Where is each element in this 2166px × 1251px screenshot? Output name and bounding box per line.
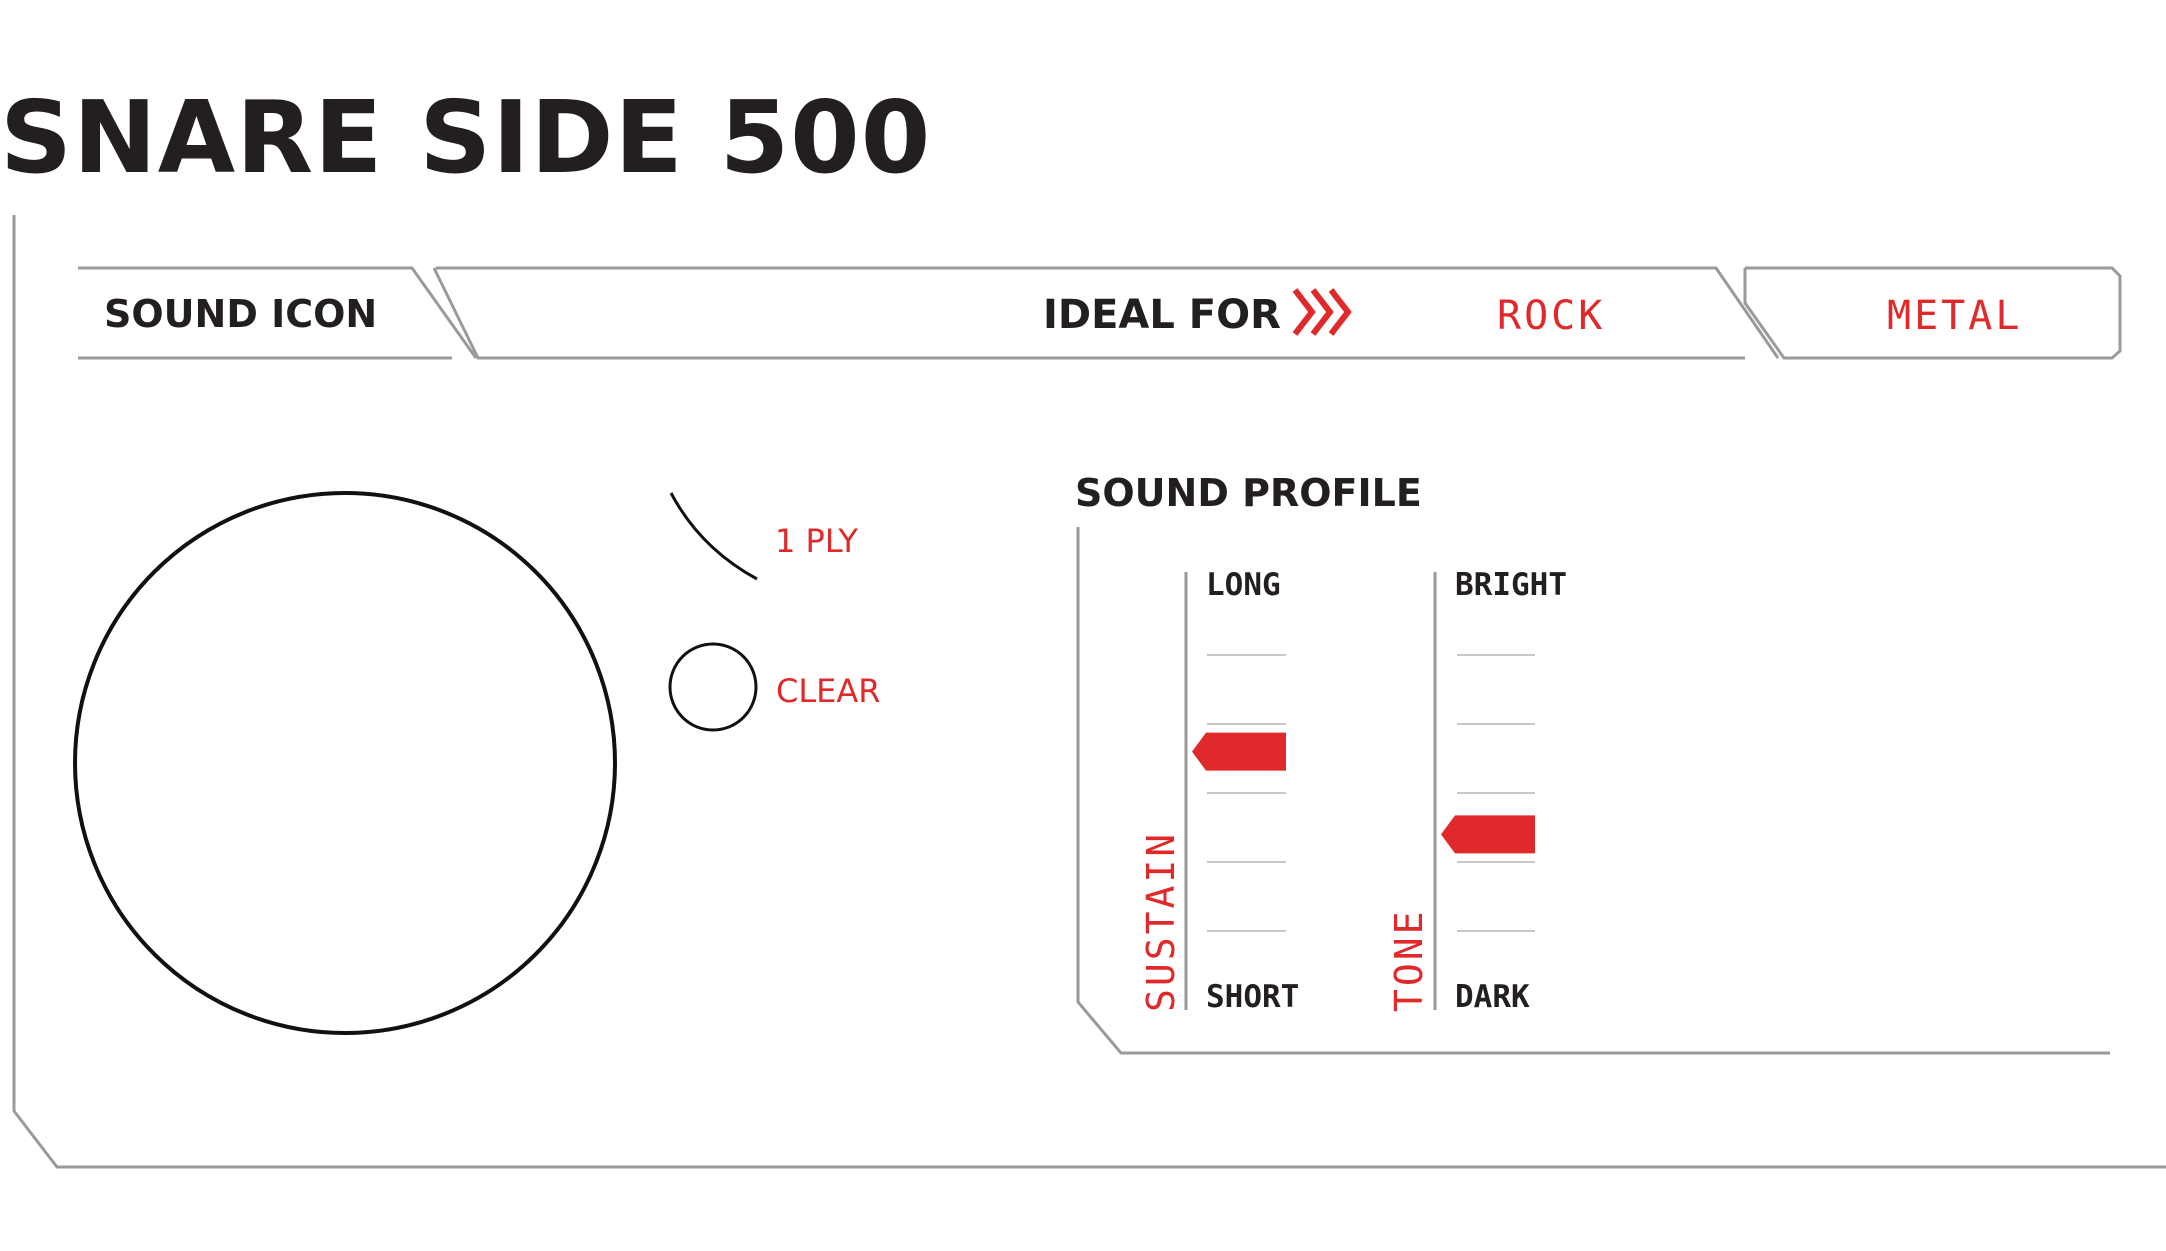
tone-level-marker (1441, 815, 1535, 854)
sound-profile-title: SOUND PROFILE (1075, 471, 1422, 515)
tone-top-label: BRIGHT (1455, 567, 1567, 603)
page-title: SNARE SIDE 500 (0, 79, 932, 196)
chevron-right-icon (1292, 288, 1352, 336)
sustain-axis-label: SUSTAIN (1139, 830, 1183, 1012)
tone-axis-label: TONE (1387, 908, 1431, 1012)
genre-metal: METAL (1887, 293, 2023, 339)
ply-label: 1 PLY (775, 522, 858, 560)
finish-circle (668, 642, 758, 732)
tone-bottom-label: DARK (1455, 979, 1530, 1015)
sustain-level-marker (1192, 732, 1286, 771)
genre-rock: ROCK (1497, 293, 1606, 339)
sustain-bottom-label: SHORT (1206, 979, 1300, 1015)
sound-icon-label: SOUND ICON (104, 292, 378, 336)
finish-label: CLEAR (776, 672, 881, 710)
sound-icon-circle (73, 491, 617, 1035)
sustain-top-label: LONG (1206, 567, 1281, 603)
ideal-for-label: IDEAL FOR (1043, 292, 1281, 338)
ply-arc (669, 492, 758, 581)
